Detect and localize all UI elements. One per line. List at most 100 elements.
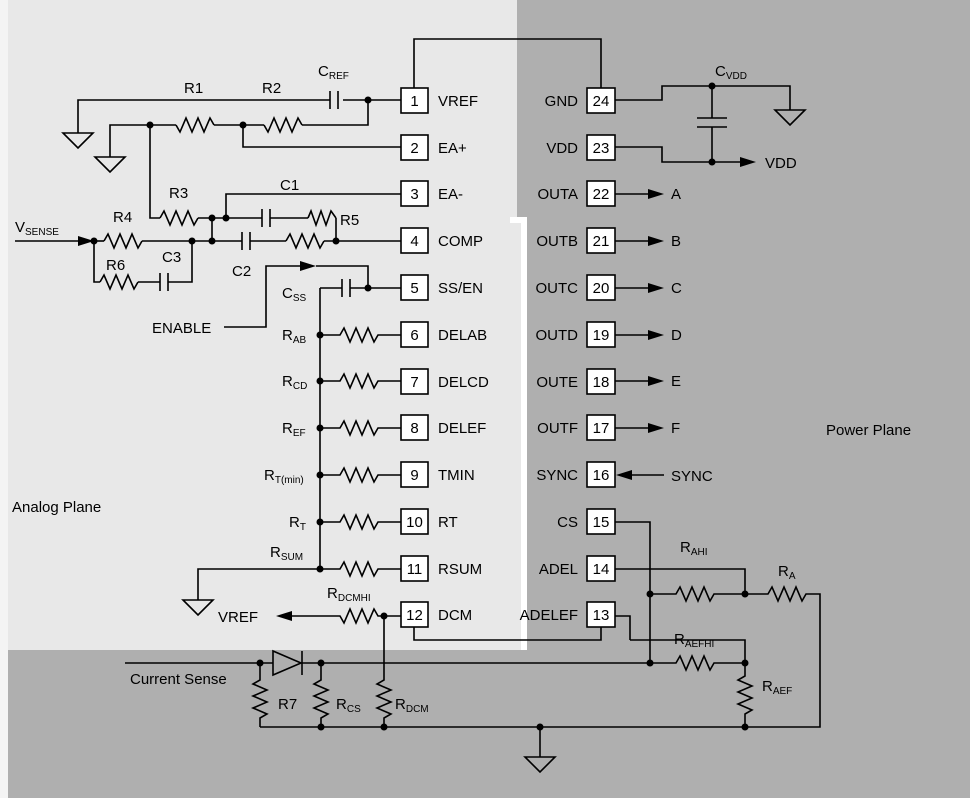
svg-text:3: 3 bbox=[410, 186, 418, 203]
r4-resistor bbox=[103, 231, 143, 251]
c2-label: C2 bbox=[232, 263, 251, 280]
eaplus-pin-wire bbox=[242, 125, 401, 148]
enable-arrow bbox=[300, 261, 316, 271]
rdcmhi-label: RDCMHI bbox=[327, 585, 371, 604]
pin-name-outd: OUTD bbox=[536, 327, 579, 344]
pin-box-4: 4 bbox=[400, 227, 429, 254]
vref-to-r2-wire bbox=[302, 100, 369, 126]
sync-arrow bbox=[616, 470, 632, 480]
pin-name-outa: OUTA bbox=[537, 186, 578, 203]
svg-text:20: 20 bbox=[593, 280, 610, 297]
pin-box-13: 13 bbox=[586, 601, 616, 628]
svg-text:9: 9 bbox=[410, 467, 418, 484]
svg-text:10: 10 bbox=[406, 514, 423, 531]
pin-name-delcd: DELCD bbox=[438, 374, 489, 391]
output-label-e: E bbox=[671, 373, 681, 390]
r4-label: R4 bbox=[113, 209, 132, 226]
gnd-symbol-bottom bbox=[523, 756, 557, 774]
pin-name-tmin: TMIN bbox=[438, 467, 475, 484]
current-sense-label: Current Sense bbox=[130, 671, 227, 688]
analog-plane-label: Analog Plane bbox=[12, 499, 101, 516]
pin-box-15: 15 bbox=[586, 508, 616, 535]
svg-text:24: 24 bbox=[593, 93, 610, 110]
svg-text:7: 7 bbox=[410, 374, 418, 391]
pin-name-cs: CS bbox=[557, 514, 578, 531]
svg-text:23: 23 bbox=[593, 140, 610, 157]
pin-box-17: 17 bbox=[586, 414, 616, 441]
r1-label: R1 bbox=[184, 80, 203, 97]
enable-wire bbox=[224, 265, 302, 328]
pin-name-sync: SYNC bbox=[536, 467, 578, 484]
pin-box-1: 1 bbox=[400, 87, 429, 114]
adelef-to-aef-wire bbox=[630, 639, 746, 663]
output-wires bbox=[615, 189, 664, 433]
pin-box-9: 9 bbox=[400, 461, 429, 488]
pin-name-vref: VREF bbox=[438, 93, 478, 110]
pin-name-adel: ADEL bbox=[539, 561, 578, 578]
r6-label: R6 bbox=[106, 257, 125, 274]
rt-resistor bbox=[320, 512, 401, 532]
pin-name-delef: DELEF bbox=[438, 420, 486, 437]
ref-label: REF bbox=[282, 420, 306, 439]
svg-text:5: 5 bbox=[410, 280, 418, 297]
pin-box-7: 7 bbox=[400, 368, 429, 395]
output-label-d: D bbox=[671, 327, 682, 344]
diode-triangle bbox=[272, 649, 304, 677]
pin-box-24: 24 bbox=[586, 87, 616, 114]
vdd-arrow bbox=[740, 157, 756, 167]
svg-text:17: 17 bbox=[593, 420, 610, 437]
rtmin-label: RT(min) bbox=[264, 467, 304, 486]
vdd-output-label: VDD bbox=[765, 155, 797, 172]
junction-rsum bbox=[316, 565, 324, 573]
dcm-adelef-bottom-wire bbox=[413, 626, 602, 641]
vsense-label: VSENSE bbox=[15, 219, 59, 238]
pin-box-5: 5 bbox=[400, 274, 429, 301]
r5-resistor bbox=[307, 208, 337, 228]
r1-wire bbox=[77, 99, 330, 133]
rsum-resistor bbox=[197, 559, 401, 600]
c3-wire-right bbox=[168, 241, 193, 283]
output-label-a: A bbox=[671, 186, 681, 203]
svg-text:21: 21 bbox=[593, 233, 610, 250]
svg-text:22: 22 bbox=[593, 186, 610, 203]
svg-text:12: 12 bbox=[406, 607, 423, 624]
output-label-f: F bbox=[671, 420, 680, 437]
c1-label: C1 bbox=[280, 177, 299, 194]
r5-label: R5 bbox=[340, 212, 359, 229]
rcs-label: RCS bbox=[336, 696, 361, 715]
rcs-resistor bbox=[311, 663, 331, 727]
junction-ss bbox=[364, 284, 372, 292]
vref-output-label: VREF bbox=[218, 609, 258, 626]
vdd-pin-wire bbox=[615, 146, 742, 163]
svg-text:15: 15 bbox=[593, 514, 610, 531]
rab-label: RAB bbox=[282, 327, 307, 346]
svg-text:11: 11 bbox=[407, 561, 423, 578]
rahi-resistor bbox=[650, 584, 745, 604]
current-sense-plane-bg bbox=[8, 650, 970, 798]
pin-box-8: 8 bbox=[400, 414, 429, 441]
gnd-symbol-right bbox=[773, 109, 807, 127]
cvdd-label: CVDD bbox=[715, 63, 747, 82]
pin-name-rt: RT bbox=[438, 514, 458, 531]
pin-box-22: 22 bbox=[586, 180, 616, 207]
pin-name-gnd: GND bbox=[545, 93, 579, 110]
r-comp-resistor bbox=[285, 231, 325, 251]
r6-wire bbox=[93, 241, 100, 283]
ra-label: RA bbox=[778, 563, 796, 582]
junction-cvdd-top bbox=[708, 82, 716, 90]
pin-box-18: 18 bbox=[586, 368, 616, 395]
rdcm-label: RDCM bbox=[395, 696, 429, 715]
gnd-pin-wire bbox=[615, 85, 791, 110]
enable-label: ENABLE bbox=[152, 320, 211, 337]
rdcm-resistor bbox=[374, 616, 394, 727]
junction-rail-rcs bbox=[317, 723, 325, 731]
raef-resistor bbox=[735, 663, 755, 727]
vsense-arrow bbox=[78, 236, 94, 246]
pin-name-rsum: RSUM bbox=[438, 561, 482, 578]
rahi-label: RAHI bbox=[680, 539, 708, 558]
cs-pin-wire bbox=[615, 521, 651, 663]
pin-box-19: 19 bbox=[586, 321, 616, 348]
output-label-c: C bbox=[671, 280, 682, 297]
svg-text:6: 6 bbox=[410, 327, 418, 344]
